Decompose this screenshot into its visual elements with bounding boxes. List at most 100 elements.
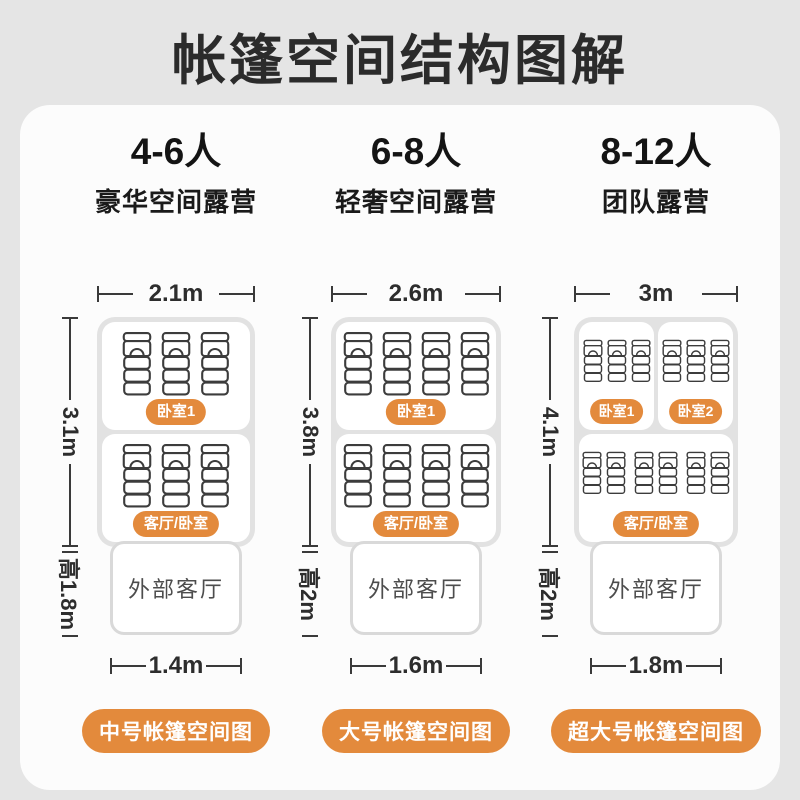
bedroom-2: 卧室2: [658, 321, 733, 430]
dim-tick: [302, 316, 318, 319]
camp-type-label: 豪华空间露营: [94, 186, 257, 217]
size-tag-xlarge: 超大号帐篷空间图: [551, 708, 761, 753]
dim-tick: [542, 544, 558, 547]
sleeping-bag-icon: [460, 443, 490, 509]
porch-width-value: 1.4m: [148, 651, 204, 679]
width-value: 3m: [638, 279, 674, 307]
bedroom-1: 卧室1: [579, 321, 654, 430]
sleeping-bag-icon: [710, 444, 730, 502]
dim-tick: [590, 657, 592, 674]
living-bedroom: 客厅/卧室: [102, 433, 250, 542]
sleeping-bag-icon: [122, 443, 152, 509]
dim-line: [206, 664, 240, 667]
width-dimension: 3m: [574, 279, 738, 309]
dim-line: [702, 292, 736, 295]
dim-tick: [62, 544, 78, 547]
sleeping-bag-icon: [634, 444, 654, 502]
camp-type-label: 团队露营: [601, 186, 710, 217]
dim-line: [446, 664, 480, 667]
tent-floorplan: 2.1m 3.1m 高1.8m 卧室1 客厅/卧室: [56, 279, 296, 679]
tent-floorplan: 2.6m 3.8m 高2m 卧室1 客厅/卧室: [296, 279, 536, 679]
porch-width-value: 1.6m: [388, 651, 444, 679]
capacity-label: 6-8人: [370, 131, 462, 172]
dim-tick: [240, 657, 242, 674]
porch-width-dimension: 1.4m: [110, 651, 242, 681]
dim-line: [333, 292, 367, 295]
sleeping-bag-icon: [382, 443, 412, 509]
sleeping-bag-icon: [200, 443, 230, 509]
dim-line: [309, 463, 311, 545]
dim-line: [69, 463, 71, 545]
width-dimension: 2.1m: [97, 279, 255, 309]
dim-line: [549, 463, 551, 545]
dim-line: [219, 292, 253, 295]
sleeping-bag-icon: [686, 332, 706, 390]
dim-tick: [480, 657, 482, 674]
sleeping-bag-icon: [421, 331, 451, 397]
dim-line: [112, 664, 146, 667]
dim-tick: [110, 657, 112, 674]
sleeping-bag-icon: [631, 332, 651, 390]
dim-tick: [499, 285, 501, 302]
outer-living-room: 外部客厅: [350, 540, 482, 635]
dim-line: [69, 318, 71, 400]
bedroom-1: 卧室1: [336, 321, 496, 430]
dim-tick: [302, 634, 318, 637]
dim-line: [549, 318, 551, 400]
dim-line: [576, 292, 610, 295]
dim-tick: [542, 550, 558, 553]
tent-floorplan: 3m 4.1m 高2m 卧室1: [536, 279, 776, 679]
porch-label: 外部客厅: [127, 576, 224, 602]
room-label: 卧室2: [668, 399, 723, 424]
dim-line: [686, 664, 720, 667]
porch-label: 外部客厅: [607, 576, 704, 602]
size-tag-medium: 中号帐篷空间图: [82, 708, 270, 753]
sleeping-bag-icon: [161, 443, 191, 509]
tent-height-value: 3.8m: [298, 406, 323, 457]
sleeping-bag-icon: [658, 444, 678, 502]
tent-height-dimension: 3.8m: [298, 316, 323, 547]
dim-tick: [542, 634, 558, 637]
dim-tick: [302, 550, 318, 553]
porch-height-dimension: 高2m: [536, 550, 561, 637]
sleeping-bag-icon: [582, 444, 602, 502]
bedroom-1: 卧室1: [102, 321, 250, 430]
sleeping-bag-icon: [161, 331, 191, 397]
dim-line: [465, 292, 499, 295]
tent-height-dimension: 4.1m: [538, 316, 563, 547]
sleeping-bag-icon: [382, 331, 412, 397]
capacity-label: 8-12人: [600, 131, 712, 172]
sleeping-bags: [122, 331, 230, 397]
width-dimension: 2.6m: [331, 279, 501, 309]
porch-height-dimension: 高2m: [296, 550, 321, 637]
sleeping-bag-icon: [421, 443, 451, 509]
dim-tick: [302, 544, 318, 547]
dim-tick: [62, 550, 78, 553]
tent-column-large: 6-8人 轻奢空间露营 2.6m 3.8m 高2m 卧室1: [296, 131, 536, 790]
sleeping-bag-icon: [122, 331, 152, 397]
tent-height-value: 4.1m: [538, 406, 563, 457]
room-label: 卧室1: [145, 398, 207, 425]
porch-width-value: 1.8m: [628, 651, 684, 679]
width-value: 2.6m: [388, 279, 444, 307]
dim-line: [99, 292, 133, 295]
dim-tick: [97, 285, 99, 302]
content-panel: 4-6人 豪华空间露营 2.1m 3.1m 高1.8m 卧室1: [20, 105, 780, 790]
room-label: 客厅/卧室: [612, 510, 700, 537]
dim-line: [352, 664, 386, 667]
tent-body: 卧室1 客厅/卧室: [331, 316, 501, 547]
sleeping-bag-icon: [607, 332, 627, 390]
sleeping-bag-icon: [460, 331, 490, 397]
sleeping-bag-icon: [710, 332, 730, 390]
dim-tick: [720, 657, 722, 674]
dim-tick: [62, 316, 78, 319]
dim-tick: [62, 634, 78, 637]
sleeping-bags: [343, 443, 490, 509]
porch-height-value: 高1.8m: [56, 557, 81, 630]
tent-body: 卧室1 客厅/卧室: [97, 316, 255, 547]
porch-height-value: 高2m: [536, 566, 561, 621]
sleeping-bags: [122, 443, 230, 509]
tent-height-dimension: 3.1m: [58, 316, 83, 547]
sleeping-bags: [583, 332, 651, 390]
room-label: 客厅/卧室: [372, 510, 460, 537]
